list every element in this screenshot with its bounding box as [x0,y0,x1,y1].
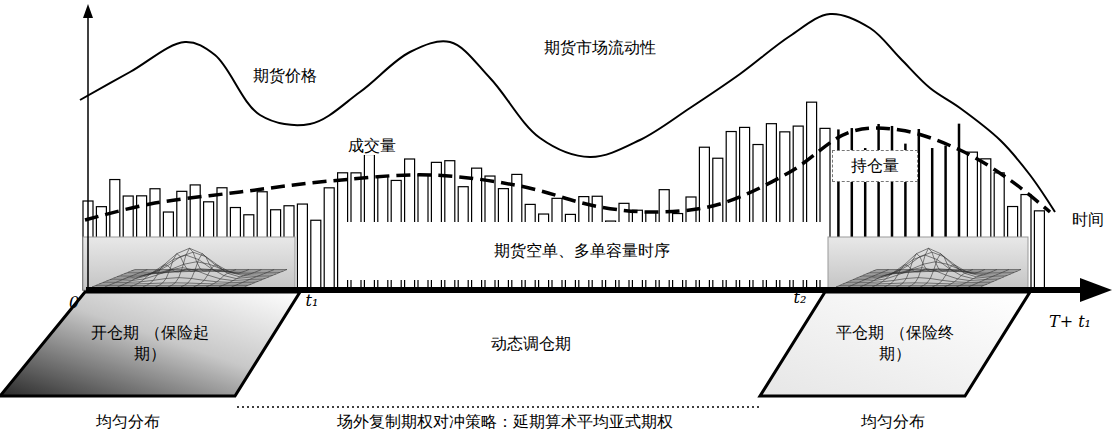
bell-surface [836,248,1021,287]
mesh-line [155,254,198,287]
mesh-line [853,255,997,280]
phase-parallelogram: 开仓期 （保险起期） [0,292,300,396]
axis-arrowhead [1080,278,1112,302]
mesh-line [103,278,255,283]
y-axis [87,16,89,292]
phase-parallelogram: 平仓期 （保险终期） [760,292,1030,396]
mesh-line [110,255,262,280]
parallelogram-shape [760,292,1030,396]
open-interest-curve [85,128,1050,220]
mesh-line [121,262,273,276]
bell-surface [92,248,287,287]
mesh-line [244,270,287,288]
chart-label: 场外复制期权对冲策略：延期算术平均亚式期权 [335,412,675,431]
axis-tick-label: T+ t₁ [1047,312,1093,331]
chart-label: 均匀分布 [859,412,927,431]
mesh-line [131,270,283,271]
series-band: 期货空单、多单容量时序 [342,222,822,280]
volume-bar [1034,211,1044,290]
mesh-line [932,265,973,287]
axis-tick-label: 0 [67,293,81,312]
chart-label: 期货价格 [251,66,319,85]
mesh-line [231,270,274,288]
time-axis [86,287,1082,293]
axis-tick-label: t₁ [304,291,321,310]
mesh-line [117,252,269,277]
distribution-panel [828,237,1028,290]
node-label: 动态调仓期 [491,334,571,355]
phase-band: 动态调仓期 [237,292,825,396]
mesh-line [836,286,980,287]
volume-bar [311,220,321,290]
mesh-line [863,262,1007,276]
label-box: 持仓量 [832,150,918,182]
volume-bar [324,188,334,290]
chart-label: 均匀分布 [94,412,162,431]
node-label: 持仓量 [851,156,899,177]
mesh-line [873,270,1017,271]
mesh-line [980,270,1021,288]
axis-arrowhead [83,4,93,18]
node-label: 开仓期 （保险起期） [85,323,215,365]
mesh-line [92,286,244,287]
mesh-line [877,269,1021,270]
price-curve [80,14,1055,212]
mesh-line [968,270,1009,288]
node-label: 平仓期 （保险终期） [830,323,960,365]
distribution-panel [83,237,295,290]
mesh-line [135,269,287,270]
chart-label: 时间 [1070,210,1106,229]
chart-label: 期货市场流动性 [542,38,658,57]
mesh-line [193,265,236,287]
mesh-line [128,271,280,272]
node-label: 期货空单、多单容量时序 [494,241,670,262]
mesh-line [860,252,1004,277]
mesh-line [870,271,1014,272]
mesh-line [846,278,990,283]
parallelogram-shape [0,292,300,396]
chart-label: 成交量 [346,136,398,155]
mesh-line [896,254,937,287]
strategy-span [237,406,760,408]
volume-bar [297,204,307,290]
axis-tick-label: t₂ [792,288,809,307]
